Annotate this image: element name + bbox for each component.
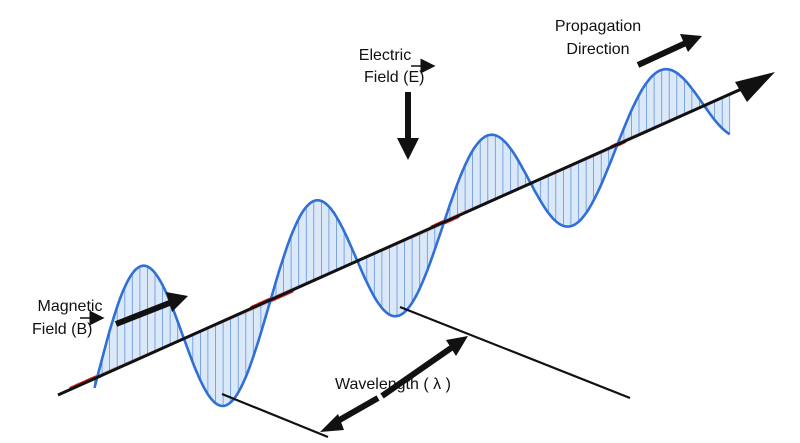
propagation-label-line1: Propagation xyxy=(555,18,641,35)
electric-arrow xyxy=(397,92,419,160)
magnetic-arrow-icon xyxy=(166,292,188,312)
electric-symbol: E xyxy=(408,69,419,86)
wavelength-bracket xyxy=(221,305,631,439)
electric-field-wave-curve xyxy=(93,67,731,408)
magnetic-label-line2: Field (B) xyxy=(32,310,105,338)
magnetic-symbol: B xyxy=(76,321,87,338)
svg-text:Field (B): Field (B) xyxy=(32,321,92,338)
wavelength-arrow-upper-icon xyxy=(446,336,468,356)
propagation-arrow-icon xyxy=(680,34,702,52)
magnetic-arrow xyxy=(114,292,188,327)
magnetic-label-line1: Magnetic xyxy=(38,298,103,315)
wavelength-arrow-lower-icon xyxy=(320,414,344,432)
svg-text:Field (E): Field (E) xyxy=(364,69,424,86)
propagation-axis xyxy=(57,72,775,397)
propagation-arrow xyxy=(636,34,702,68)
wavelength-label: Wavelength ( λ ) xyxy=(335,376,451,393)
electric-label-line2: Field (E) xyxy=(364,58,436,86)
wavelength-arrow-upper xyxy=(380,336,468,399)
wavelength-arrow-lower xyxy=(320,395,380,432)
axis-arrowhead-icon xyxy=(735,72,775,102)
electric-arrow-icon xyxy=(397,138,419,160)
propagation-label-line2: Direction xyxy=(566,41,629,58)
electric-label-line1: Electric xyxy=(359,47,411,64)
